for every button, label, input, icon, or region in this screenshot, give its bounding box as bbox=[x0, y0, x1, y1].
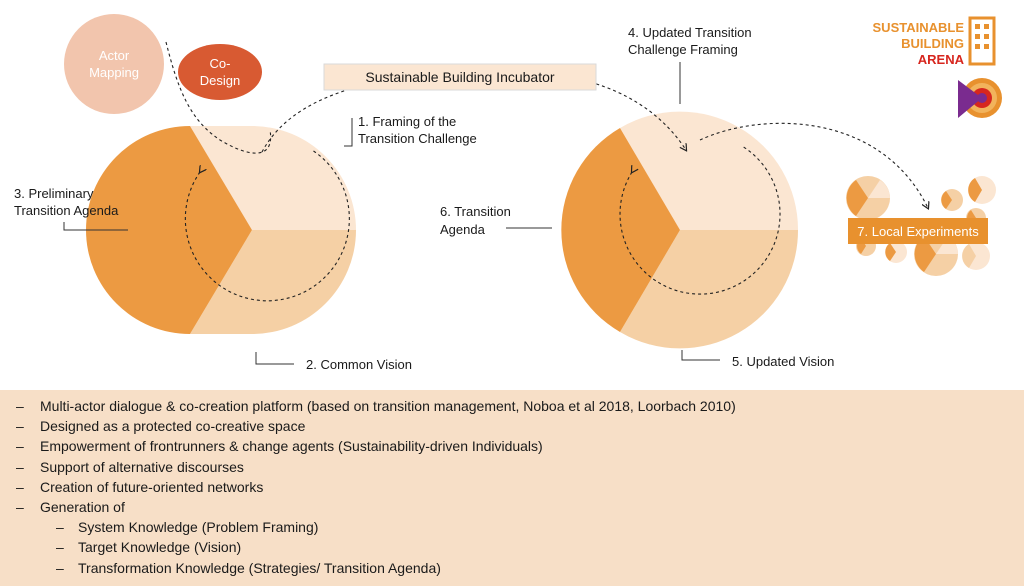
actor-mapping-bubble bbox=[64, 14, 164, 114]
feature-item: –Multi-actor dialogue & co-creation plat… bbox=[0, 396, 1024, 416]
dash-marker: – bbox=[16, 438, 24, 455]
dash-marker: – bbox=[16, 418, 24, 435]
bullet-text: Generation of bbox=[40, 499, 125, 516]
bullet-text: Multi-actor dialogue & co-creation platf… bbox=[40, 398, 736, 414]
bullet-text: Target Knowledge (Vision) bbox=[78, 539, 242, 556]
local-experiments-label: 7. Local Experiments bbox=[857, 224, 979, 239]
target-icon bbox=[958, 78, 1002, 118]
step1-leader bbox=[344, 118, 353, 147]
sustainable-building-arena-logo: SUSTAINABLE BUILDING ARENA bbox=[873, 16, 1002, 118]
building-icon bbox=[968, 16, 996, 66]
logo-line-1: SUSTAINABLE bbox=[873, 20, 965, 35]
dash-marker: – bbox=[56, 519, 64, 536]
cycle1-dashed-arrow bbox=[184, 149, 350, 302]
mini-pie bbox=[846, 176, 890, 220]
cycle2-segment-framing bbox=[620, 111, 799, 230]
incubator-label: Sustainable Building Incubator bbox=[365, 69, 554, 85]
features-panel: –Multi-actor dialogue & co-creation plat… bbox=[0, 390, 1024, 586]
feature-item: –Empowerment of frontrunners & change ag… bbox=[0, 436, 1024, 456]
step2-label: 2. Common Vision bbox=[306, 357, 412, 372]
cycle-1-pie bbox=[86, 126, 356, 334]
mini-pie bbox=[968, 176, 996, 204]
step5-label: 5. Updated Vision bbox=[732, 354, 834, 369]
cycle2-segment-agenda bbox=[561, 128, 680, 332]
dash-marker: – bbox=[16, 458, 24, 475]
logo-line-2: BUILDING bbox=[901, 36, 964, 51]
bullet-text: Designed as a protected co-creative spac… bbox=[40, 418, 306, 435]
dash-marker: – bbox=[56, 539, 64, 556]
experiments-dashed-path bbox=[699, 122, 928, 208]
bullet-text: Empowerment of frontrunners & change age… bbox=[40, 438, 543, 455]
co-design-label: Co-Design bbox=[200, 56, 240, 88]
bullet-text: System Knowledge (Problem Framing) bbox=[78, 519, 319, 536]
bullet-text: Transformation Knowledge (Strategies/ Tr… bbox=[78, 559, 441, 576]
cycle1-segment-agenda bbox=[86, 126, 252, 334]
step2-leader bbox=[255, 352, 294, 365]
mini-pie bbox=[962, 242, 990, 270]
mini-pie bbox=[885, 241, 907, 263]
feature-sub-item: –Transformation Knowledge (Strategies/ T… bbox=[0, 558, 1024, 578]
feature-item: –Designed as a protected co-creative spa… bbox=[0, 416, 1024, 436]
step5-leader bbox=[681, 350, 720, 361]
cycle2-segment-vision bbox=[620, 230, 799, 349]
feature-item: –Creation of future-oriented networks bbox=[0, 477, 1024, 497]
feature-sub-item: –System Knowledge (Problem Framing) bbox=[0, 517, 1024, 537]
cycle1-segment-vision bbox=[190, 230, 356, 334]
co-design-bubble bbox=[178, 44, 262, 100]
feature-item: –Support of alternative discourses bbox=[0, 457, 1024, 477]
dash-marker: – bbox=[16, 499, 24, 516]
incubator-box bbox=[323, 63, 597, 91]
bullet-text: Support of alternative discourses bbox=[40, 458, 244, 475]
feature-sub-item: –Target Knowledge (Vision) bbox=[0, 537, 1024, 557]
cycle2-dashed-arrow bbox=[619, 145, 781, 295]
dash-marker: – bbox=[56, 559, 64, 576]
cycle-2-pie bbox=[561, 111, 799, 349]
dash-marker: – bbox=[16, 478, 24, 495]
step3-leader bbox=[63, 222, 128, 231]
dash-marker: – bbox=[16, 398, 24, 414]
feature-item: –Generation of bbox=[0, 497, 1024, 517]
entry-dashed-path bbox=[165, 41, 272, 154]
bullet-text: Creation of future-oriented networks bbox=[40, 478, 264, 495]
link-dashed-path bbox=[261, 71, 686, 153]
local-experiments-box bbox=[848, 218, 988, 244]
mini-pie bbox=[941, 189, 963, 211]
logo-line-3: ARENA bbox=[918, 52, 965, 67]
